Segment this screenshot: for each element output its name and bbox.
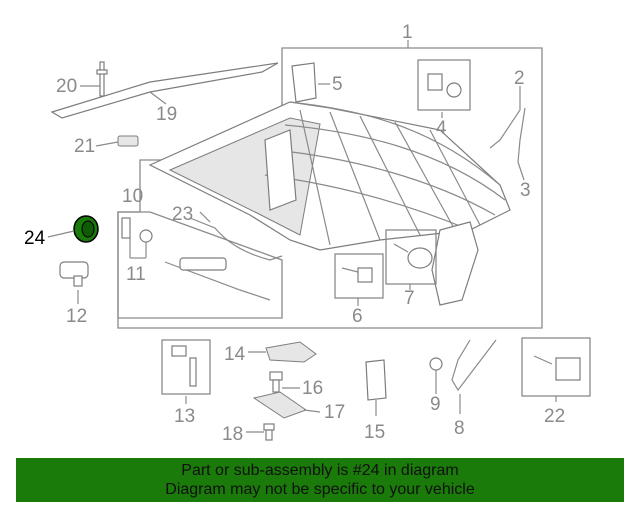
banner-line-1: Part or sub-assembly is #24 in diagram [181, 462, 459, 479]
callout-21: 21 [74, 136, 95, 157]
callout-9: 9 [430, 394, 441, 415]
callout-23: 23 [172, 204, 193, 225]
callout-10: 10 [122, 186, 143, 207]
callout-2: 2 [514, 68, 525, 89]
part-18-bolt [263, 423, 275, 441]
top-frame [148, 101, 511, 306]
banner-line-2: Diagram may not be specific to your vehi… [165, 481, 475, 498]
part-5-label [291, 62, 317, 103]
part-16-bolt [269, 371, 283, 393]
callout-13: 13 [174, 406, 195, 427]
callout-12: 12 [66, 306, 87, 327]
callout-14: 14 [224, 344, 246, 365]
callout-24[interactable]: 24 [24, 228, 46, 249]
callout-18: 18 [222, 424, 243, 445]
callout-8: 8 [454, 418, 465, 439]
callout-5: 5 [332, 74, 343, 95]
part-22-item [533, 355, 581, 381]
roof-rail-strip [50, 62, 279, 119]
part-6-item [341, 267, 373, 283]
part-2-3-strut [489, 98, 526, 163]
part-7-box [385, 229, 437, 285]
callout-4: 4 [436, 118, 447, 139]
part-8-rod [451, 339, 497, 392]
parts-diagram: 1 2 3 4 5 6 7 8 9 10 11 12 13 14 15 16 1… [24, 22, 591, 445]
leader-lines [47, 40, 557, 433]
part-15-label [365, 359, 387, 401]
part-4-box [417, 59, 471, 111]
callout-20: 20 [56, 76, 77, 97]
part-13-item [171, 345, 197, 387]
part-7-item [393, 243, 433, 269]
callout-1: 1 [402, 22, 413, 43]
part-20-pin [96, 61, 108, 97]
part-9-screw [429, 357, 443, 384]
part-4-item [427, 73, 462, 98]
callout-19: 19 [156, 104, 177, 125]
info-banner: Part or sub-assembly is #24 in diagram D… [16, 458, 624, 502]
part-12-item [59, 261, 89, 287]
callout-17: 17 [324, 402, 345, 423]
part-13-box [161, 339, 211, 395]
callout-22: 22 [544, 406, 565, 427]
callout-6: 6 [352, 306, 363, 327]
part-6-box [334, 253, 384, 299]
callout-11: 11 [126, 264, 146, 285]
part-14-bracket [265, 341, 317, 363]
part-21-clip [117, 135, 139, 147]
callout-7: 7 [404, 288, 415, 309]
callout-3: 3 [520, 180, 531, 201]
part-24-highlight[interactable] [73, 215, 99, 243]
part-10-box [117, 211, 283, 319]
callout-16: 16 [302, 378, 323, 399]
part-17-bracket [252, 391, 308, 419]
part-23-cable [164, 217, 283, 301]
callout-15: 15 [364, 422, 385, 443]
part-11-bolts [121, 217, 153, 243]
